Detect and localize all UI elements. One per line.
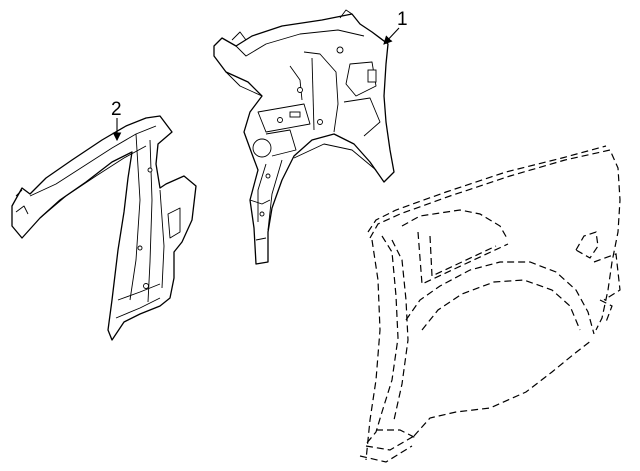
quarter-inner-panel bbox=[213, 9, 395, 265]
callout-1-leader bbox=[383, 27, 400, 45]
callout-1-number: 1 bbox=[397, 9, 408, 30]
lock-pillar bbox=[11, 115, 197, 341]
quarter-outer-panel-outline bbox=[359, 145, 621, 463]
callout-2-number: 2 bbox=[111, 99, 122, 120]
callout-2: 2 bbox=[111, 99, 122, 142]
callout-1: 1 bbox=[383, 9, 408, 45]
